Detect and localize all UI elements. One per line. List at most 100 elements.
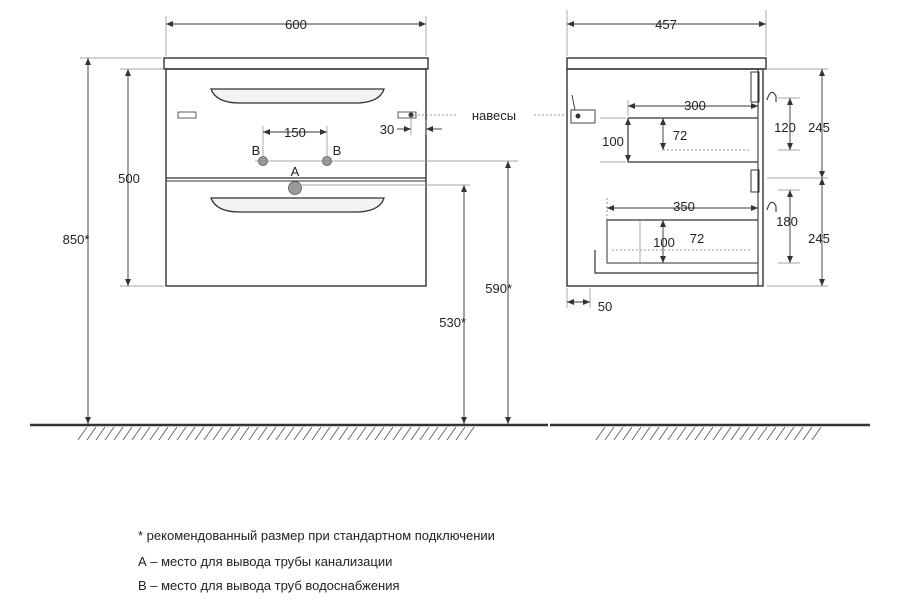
floor-hatch-mark [122,426,133,441]
side-hinge-bracket-icon [570,94,596,124]
floor-hatch-mark [658,426,669,441]
note-water-outlet: В – место для вывода труб водоснабжения [138,578,400,593]
floor-hatch-mark [194,426,205,441]
side-countertop [566,57,767,70]
floor-hatch-mark [356,426,367,441]
floor-hatch-mark [739,426,750,441]
dim-width-label: 600 [285,17,307,32]
floor-hatch-mark [410,426,421,441]
dim-upper-drawer-depth-label: 300 [684,98,706,113]
floor-hatch-mark [104,426,115,441]
floor-hatch-mark [748,426,759,441]
lower-drawer-bottom [594,250,758,274]
dim-upper-section-label: 245 [808,120,830,135]
floor-hatch-right [595,426,822,441]
drain-outlet-icon [288,181,302,195]
floor-hatch-mark [811,426,822,441]
dim-lower-drawer-height-label: 100 [653,235,675,250]
floor-hatch-mark [158,426,169,441]
floor-hatch-mark [176,426,187,441]
floor-hatch-mark [248,426,259,441]
floor-hatch-mark [455,426,466,441]
floor-hatch-left [77,426,475,441]
floor-hatch-mark [95,426,106,441]
left-hinge-icon [177,111,197,119]
floor-hatch-mark [703,426,714,441]
upper-front-handle-side [750,71,760,103]
floor-hatch-mark [604,426,615,441]
dim-lower-section-label: 245 [808,231,830,246]
upper-handle-profile-icon [766,91,777,102]
dim-upper-inner-label: 72 [673,128,687,143]
floor-hatch-mark [775,426,786,441]
floor-hatch-mark [203,426,214,441]
dim-590-label: 590* [485,281,512,296]
floor-hatch-mark [311,426,322,441]
floor-hatch-mark [428,426,439,441]
floor-hatch-mark [793,426,804,441]
floor-hatch-mark [77,426,88,441]
floor-hatch-mark [631,426,642,441]
label-a: A [291,164,300,179]
floor-hatch-mark [622,426,633,441]
floor-hatch-mark [329,426,340,441]
upper-drawer-handle [210,88,385,104]
label-b-right: B [333,143,342,158]
floor-hatch-mark [230,426,241,441]
floor-hatch-mark [284,426,295,441]
floor-hatch-mark [437,426,448,441]
floor-hatch-mark [86,426,97,441]
floor-hatch-mark [338,426,349,441]
floor-hatch-mark [347,426,358,441]
floor-hatch-mark [392,426,403,441]
floor-hatch-mark [302,426,313,441]
floor-hatch-mark [149,426,160,441]
lower-handle-profile-icon [766,201,777,212]
floor-hatch-mark [320,426,331,441]
floor-hatch-mark [293,426,304,441]
floor-hatch-mark [239,426,250,441]
lower-front-handle-side [750,169,760,193]
floor-hatch-mark [212,426,223,441]
upper-drawer-box [627,118,758,163]
front-guides [80,16,518,287]
side-cabinet-body [566,68,764,287]
note-drain-outlet: А – место для вывода трубы канализации [138,554,393,569]
dim-lower-inner-label: 72 [690,231,704,246]
floor-hatch-mark [401,426,412,441]
dim-pipe-spacing-label: 150 [284,125,306,140]
floor-hatch-mark [730,426,741,441]
hinges-label: навесы [472,108,516,123]
floor-hatch-mark [721,426,732,441]
floor-hatch-mark [140,426,151,441]
note-recommended: * рекомендованный размер при стандартном… [138,528,495,543]
dim-upper-drawer-height-label: 100 [602,134,624,149]
floor-hatch-mark [257,426,268,441]
floor-hatch-mark [694,426,705,441]
floor-hatch-mark [185,426,196,441]
floor-hatch-mark [595,426,606,441]
floor-hatch-mark [221,426,232,441]
floor-hatch-mark [685,426,696,441]
floor-hatch-mark [275,426,286,441]
floor-hatch-mark [113,426,124,441]
floor-hatch-mark [365,426,376,441]
floor-hatch-mark [419,426,430,441]
dim-body-height-label: 500 [118,171,140,186]
dim-back-gap-label: 50 [598,299,612,314]
front-view [163,57,429,287]
floor [30,423,870,441]
floor-hatch-mark [446,426,457,441]
front-countertop [163,57,429,70]
dim-lower-drawer-depth-label: 350 [673,199,695,214]
side-view [566,57,777,287]
floor-hatch-mark [464,426,475,441]
floor-hatch-mark [640,426,651,441]
dim-hinge-offset-label: 30 [380,122,394,137]
floor-hatch-mark [131,426,142,441]
floor-hatch-mark [784,426,795,441]
floor-hatch-mark [757,426,768,441]
side-dimensions [567,21,825,305]
lower-drawer-box [606,220,758,264]
